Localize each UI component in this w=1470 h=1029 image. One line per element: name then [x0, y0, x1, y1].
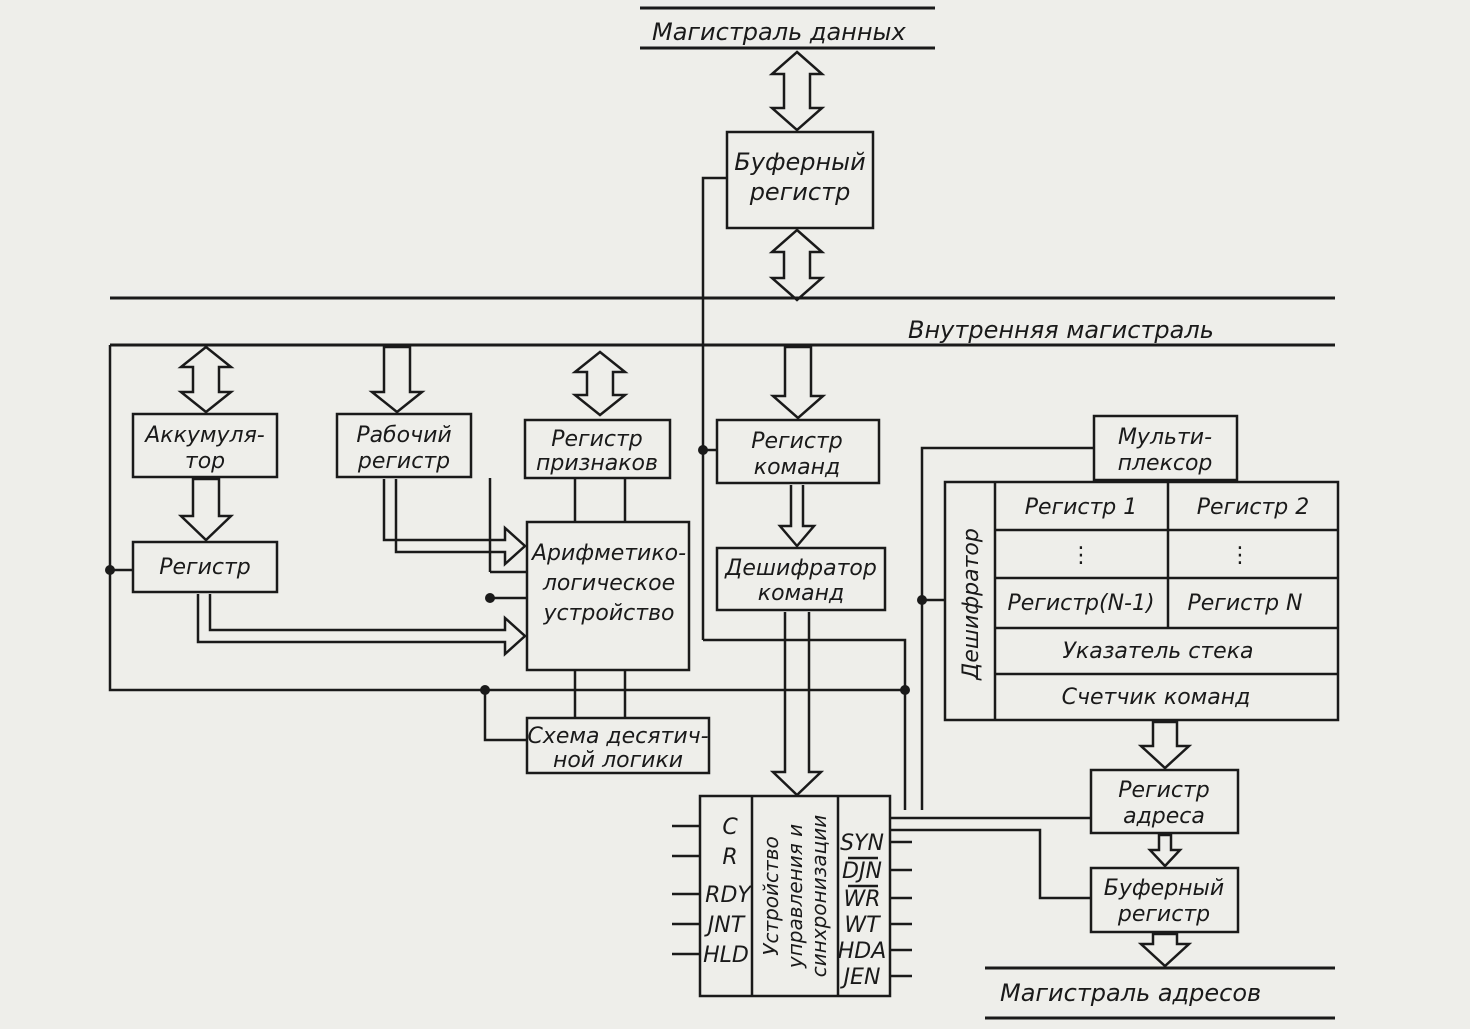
control-unit-label-3: синхронизации — [807, 815, 831, 977]
flags-register-label-2: признаков — [536, 451, 658, 476]
buffer-to-address-bus-arrow — [1137, 932, 1193, 968]
alu-box — [525, 520, 691, 672]
command-register-box — [715, 418, 881, 485]
accumulator-label-2: тор — [185, 449, 225, 474]
data-bus-buffer-double-arrow — [768, 50, 826, 132]
program-counter-label: Счетчик команд — [1062, 685, 1251, 710]
register-1-label: Регистр 1 — [1025, 495, 1138, 520]
control-unit-label-2: управления и — [783, 824, 807, 969]
temp-register-box — [131, 540, 279, 594]
flags-register-double-arrow — [571, 350, 629, 417]
flags-register-label-1: Регистр — [551, 427, 643, 452]
junction-dot — [698, 445, 708, 455]
accumulator-label-1: Аккумуля- — [143, 423, 265, 448]
command-register-in-arrow — [769, 345, 827, 420]
address-register-box — [1089, 768, 1240, 835]
register-n-minus-1-label: Регистр(N-1) — [1007, 591, 1154, 616]
decimal-logic-box — [525, 716, 711, 775]
work-register-label-2: регистр — [357, 449, 450, 474]
signal-syn-label: SYN — [840, 831, 884, 856]
control-unit-label-1: Устройство — [759, 836, 783, 955]
data-bus-label: Магистраль данных — [652, 18, 906, 46]
multiplexer-label-1: Мульти- — [1118, 425, 1212, 450]
alu-label-1: Арифметико- — [530, 541, 686, 566]
internal-bus-label: Внутренняя магистраль — [908, 316, 1214, 344]
buffer-register-top-label-1: Буферный — [734, 148, 865, 176]
decoder-side-line — [703, 638, 907, 810]
command-register-label-2: команд — [754, 455, 840, 480]
decimal-logic-label-2: ной логики — [553, 748, 683, 773]
stack-pointer-label: Указатель стека — [1063, 639, 1254, 664]
work-register-label-1: Рабочий — [356, 423, 451, 448]
junction-dot — [105, 565, 115, 575]
junction-dot — [900, 685, 910, 695]
signal-jen-label: JEN — [840, 965, 881, 990]
decimal-logic-input-line — [483, 690, 527, 742]
register-file-to-address-arrow — [1137, 720, 1193, 770]
buffer-register-top — [725, 130, 875, 230]
left-feedback-line — [108, 345, 905, 692]
buffer-to-command-register-line — [701, 176, 727, 640]
multiplexer-label-2: плексор — [1118, 451, 1213, 476]
buffer-register-bottom-label-1: Буферный — [1104, 876, 1224, 901]
signal-wt-label: WT — [844, 913, 881, 938]
signal-rdy-label: RDY — [705, 883, 752, 908]
junction-dot — [485, 593, 495, 603]
decoder-label: Дешифратор — [959, 528, 984, 681]
command-decoder-label-2: команд — [758, 581, 844, 606]
register-n-label: Регистр N — [1188, 591, 1303, 616]
signal-wr-label: WR — [843, 887, 880, 912]
control-unit-box — [698, 794, 892, 998]
address-register-label-1: Регистр — [1118, 778, 1210, 803]
alu-label-2: логическое — [542, 571, 675, 596]
signal-jnt-label: JNT — [704, 913, 746, 938]
accumulator-box — [131, 412, 279, 479]
signal-r-label: R — [722, 845, 737, 870]
work-register-box — [335, 412, 473, 479]
signal-hld-label: HLD — [703, 943, 749, 968]
buffer-register-bottom — [1089, 866, 1240, 934]
register-file-box — [943, 480, 1340, 722]
work-register-to-alu-arrow — [382, 479, 527, 567]
register-dots-left: ⋮ — [1070, 543, 1092, 568]
temp-register-label: Регистр — [159, 555, 251, 580]
register-dots-right: ⋮ — [1229, 543, 1251, 568]
multiplexer-to-control-line — [920, 446, 1094, 810]
signal-c-label: C — [722, 815, 738, 840]
flags-register-box — [523, 418, 672, 480]
buffer-register-bottom-label-2: регистр — [1117, 902, 1210, 927]
buffer-internal-bus-double-arrow — [768, 228, 826, 302]
command-decoder-box — [715, 546, 887, 612]
junction-dot — [917, 595, 927, 605]
accumulator-to-register-arrow — [177, 477, 235, 542]
address-bus-label: Магистраль адресов — [1000, 979, 1261, 1007]
signal-hda-label: HDA — [838, 939, 887, 964]
decimal-logic-label-1: Схема десятич- — [527, 724, 708, 749]
command-register-to-decoder-arrow — [777, 485, 817, 548]
alu-label-3: устройство — [543, 601, 675, 626]
accumulator-double-arrow — [177, 345, 235, 414]
buffer-register-top-label-2: регистр — [749, 178, 851, 206]
register-to-alu-arrow — [196, 594, 527, 657]
command-decoder-label-1: Дешифратор — [724, 556, 877, 581]
address-register-label-2: адреса — [1123, 804, 1205, 829]
address-to-buffer-arrow — [1147, 833, 1183, 868]
work-register-in-arrow — [368, 345, 426, 414]
control-to-buffer-line — [890, 828, 1091, 900]
signal-djn-label: DJN — [842, 859, 882, 884]
command-register-label-1: Регистр — [751, 429, 843, 454]
register-2-label: Регистр 2 — [1197, 495, 1310, 520]
